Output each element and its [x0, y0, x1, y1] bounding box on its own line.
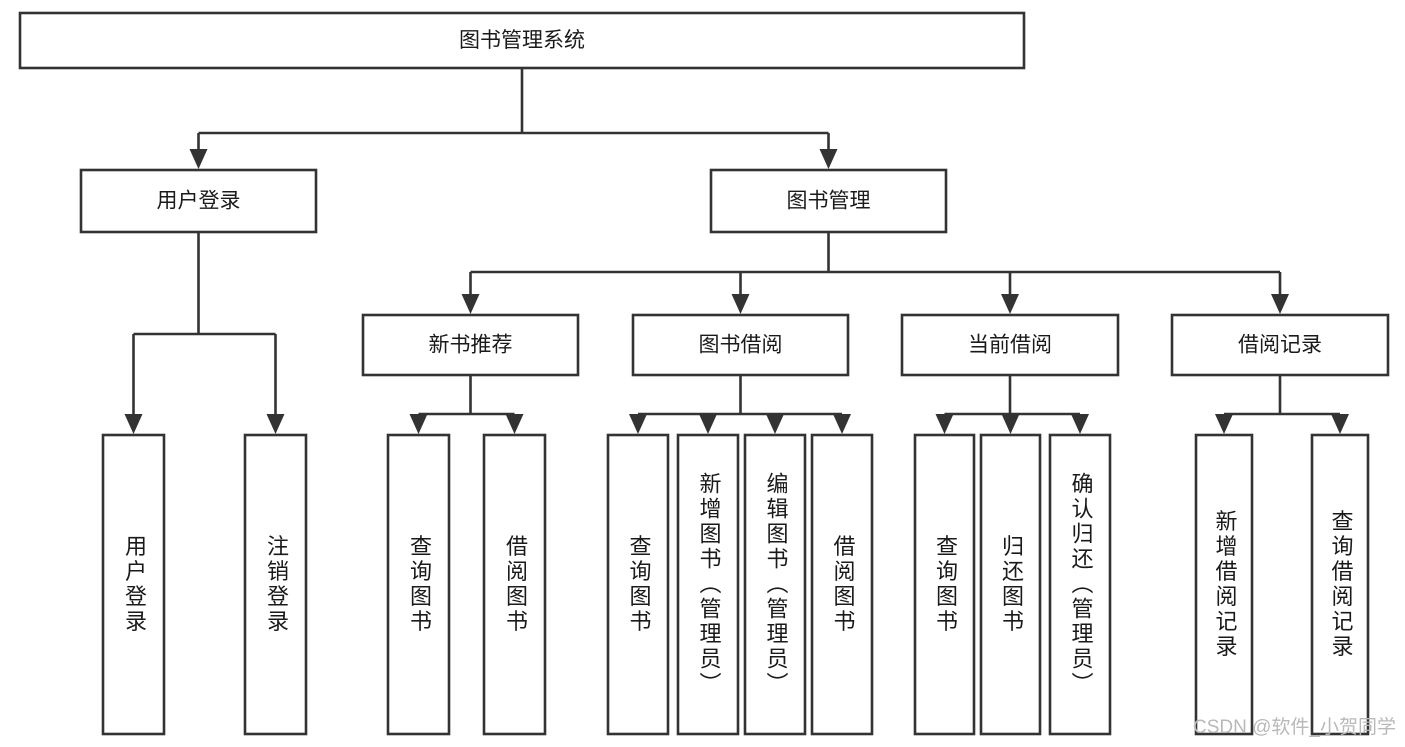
node-label-leaf-query-book-borrow: 查询图书: [627, 535, 652, 635]
node-user-login[interactable]: 用户登录: [79, 168, 318, 234]
node-leaf-query-book-current[interactable]: 查询图书: [913, 433, 976, 736]
arrow-head-icon: [124, 414, 143, 434]
node-box-new-book-recommend: [361, 313, 580, 377]
nodes-layer: 图书管理系统用户登录图书管理新书推荐图书借阅当前借阅借阅记录用户登录注销登录查询…: [18, 11, 1390, 736]
node-box-book-borrow: [631, 313, 850, 377]
node-leaf-borrow-book-recommend[interactable]: 借阅图书: [482, 433, 547, 736]
node-label-leaf-borrow-book: 借阅图书: [831, 535, 856, 635]
arrow-head-icon: [1331, 414, 1349, 434]
node-leaf-add-borrow-record[interactable]: 新增借阅记录: [1194, 433, 1254, 736]
arrow-head-icon: [629, 414, 647, 434]
node-box-leaf-add-book: [676, 433, 740, 736]
node-box-leaf-confirm-return: [1048, 433, 1112, 736]
node-label-new-book-recommend: 新书推荐: [429, 334, 513, 357]
node-leaf-confirm-return[interactable]: 确认归还（管理员）: [1048, 433, 1112, 736]
node-current-borrow[interactable]: 当前借阅: [900, 313, 1120, 377]
node-leaf-query-borrow-record[interactable]: 查询借阅记录: [1310, 433, 1370, 736]
node-borrow-record[interactable]: 借阅记录: [1170, 313, 1390, 377]
arrow-head-icon: [189, 149, 208, 169]
arrow-head-icon: [1271, 294, 1289, 314]
node-label-user-login: 用户登录: [157, 190, 241, 213]
node-box-leaf-query-borrow-record: [1310, 433, 1370, 736]
node-label-leaf-add-book: 新增图书（管理员）: [697, 472, 722, 697]
node-box-leaf-user-logout: [243, 433, 308, 736]
node-label-leaf-query-book-recommend: 查询图书: [407, 535, 432, 635]
node-label-leaf-query-book-current: 查询图书: [933, 535, 958, 635]
arrow-head-icon: [731, 294, 750, 314]
arrow-head-icon: [1001, 414, 1020, 434]
node-label-leaf-return-book: 归还图书: [999, 535, 1024, 635]
node-leaf-user-logout[interactable]: 注销登录: [243, 433, 308, 736]
node-label-leaf-edit-book: 编辑图书（管理员）: [764, 472, 789, 697]
node-box-leaf-add-borrow-record: [1194, 433, 1254, 736]
arrow-head-icon: [766, 414, 784, 434]
node-box-user-login: [79, 168, 318, 234]
node-leaf-borrow-book[interactable]: 借阅图书: [810, 433, 874, 736]
node-label-leaf-borrow-book-recommend: 借阅图书: [503, 535, 528, 635]
arrow-head-icon: [819, 149, 838, 169]
arrow-head-icon: [1001, 294, 1019, 314]
node-box-leaf-query-book-current: [913, 433, 976, 736]
node-new-book-recommend[interactable]: 新书推荐: [361, 313, 580, 377]
node-box-leaf-borrow-book-recommend: [482, 433, 547, 736]
node-leaf-query-book-borrow[interactable]: 查询图书: [606, 433, 670, 736]
node-box-borrow-record: [1170, 313, 1390, 377]
node-root[interactable]: 图书管理系统: [18, 11, 1026, 70]
node-box-root: [18, 11, 1026, 70]
node-box-leaf-borrow-book: [810, 433, 874, 736]
arrow-head-icon: [699, 414, 717, 434]
node-label-book-borrow: 图书借阅: [699, 334, 783, 357]
arrow-head-icon: [505, 414, 524, 434]
node-box-book-management: [709, 168, 948, 234]
node-label-current-borrow: 当前借阅: [968, 334, 1052, 357]
node-box-leaf-query-book-recommend: [386, 433, 451, 736]
node-label-leaf-user-login: 用户登录: [122, 535, 147, 635]
arrow-head-icon: [1215, 414, 1233, 434]
connectors-layer: [124, 68, 1349, 434]
node-box-leaf-user-login: [101, 433, 166, 736]
node-leaf-user-login[interactable]: 用户登录: [101, 433, 166, 736]
node-leaf-edit-book[interactable]: 编辑图书（管理员）: [743, 433, 807, 736]
node-box-current-borrow: [900, 313, 1120, 377]
node-leaf-query-book-recommend[interactable]: 查询图书: [386, 433, 451, 736]
node-book-borrow[interactable]: 图书借阅: [631, 313, 850, 377]
node-label-leaf-confirm-return: 确认归还（管理员）: [1069, 472, 1094, 697]
node-label-leaf-query-borrow-record: 查询借阅记录: [1329, 510, 1354, 660]
node-label-borrow-record: 借阅记录: [1238, 334, 1322, 357]
arrow-head-icon: [461, 294, 480, 314]
node-label-leaf-user-logout: 注销登录: [264, 535, 289, 635]
node-leaf-return-book[interactable]: 归还图书: [979, 433, 1042, 736]
node-leaf-add-book[interactable]: 新增图书（管理员）: [676, 433, 740, 736]
arrow-head-icon: [935, 414, 954, 434]
node-book-management[interactable]: 图书管理: [709, 168, 948, 234]
node-box-leaf-edit-book: [743, 433, 807, 736]
csdn-watermark: CSDN @软件_小贺同学: [1193, 716, 1396, 738]
node-label-root: 图书管理系统: [459, 29, 585, 52]
node-label-leaf-add-borrow-record: 新增借阅记录: [1213, 510, 1238, 660]
node-label-book-management: 图书管理: [787, 190, 871, 213]
arrow-head-icon: [409, 414, 428, 434]
arrow-head-icon: [266, 414, 285, 434]
arrow-head-icon: [833, 414, 851, 434]
arrow-head-icon: [1071, 414, 1089, 434]
node-box-leaf-query-book-borrow: [606, 433, 670, 736]
node-box-leaf-return-book: [979, 433, 1042, 736]
